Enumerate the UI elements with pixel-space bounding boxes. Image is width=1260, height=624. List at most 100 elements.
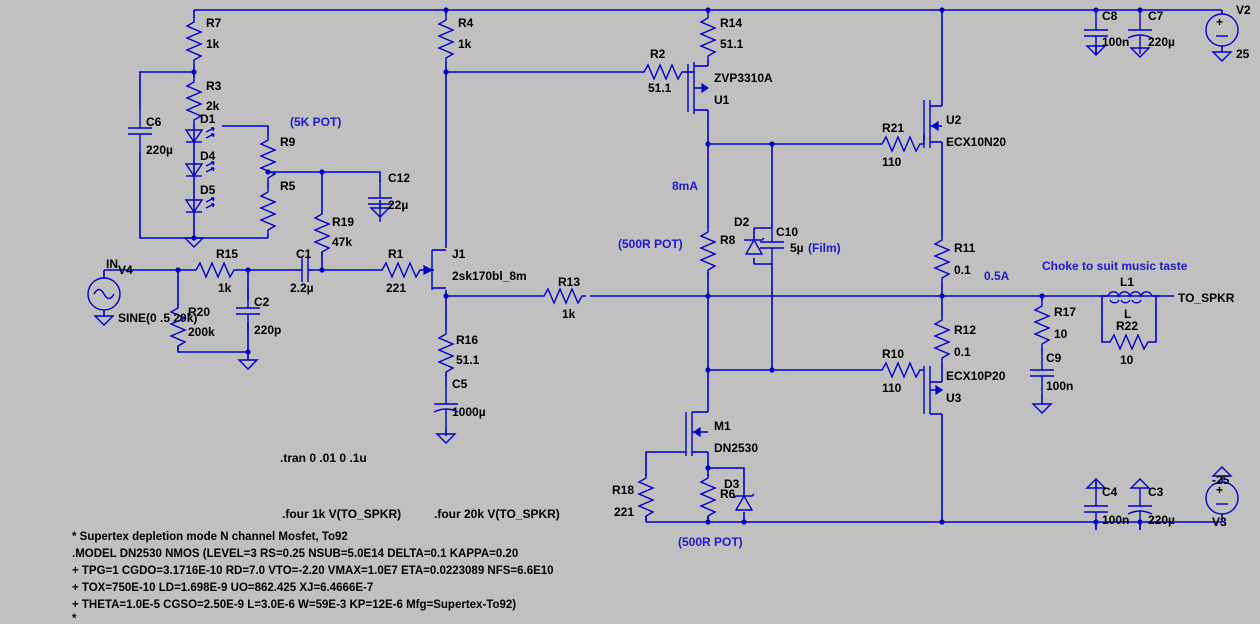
- value-c6: 220µ: [146, 143, 173, 157]
- resistor-r15: [191, 262, 239, 278]
- label-r17: R17: [1054, 305, 1076, 319]
- led-d4: [185, 161, 215, 177]
- label-r13: R13: [558, 275, 580, 289]
- label-v2: V2: [1236, 3, 1251, 17]
- label-ecx10p20: ECX10P20: [946, 369, 1006, 383]
- label-r18: R18: [612, 483, 634, 497]
- label-r15: R15: [216, 247, 238, 261]
- value-r3: 2k: [206, 99, 220, 113]
- spice-line: + TOX=750E-10 LD=1.698E-9 UO=862.425 XJ=…: [72, 582, 373, 594]
- label-r19: R19: [332, 215, 354, 229]
- label-c7: C7: [1148, 9, 1164, 23]
- label-d4: D4: [200, 149, 216, 163]
- value-r14: 51.1: [720, 37, 744, 51]
- label-d1: D1: [200, 112, 216, 126]
- label-c3: C3: [1148, 485, 1164, 499]
- label-r9: R9: [280, 135, 296, 149]
- resistor-r4: [438, 15, 454, 63]
- value-r1: 221: [386, 281, 406, 295]
- spice-line: + TPG=1 CGDO=3.1716E-10 RD=7.0 VTO=-2.20…: [72, 565, 554, 577]
- directive-four-20k: .four 20k V(TO_SPKR): [434, 507, 560, 521]
- label-c8: C8: [1102, 9, 1118, 23]
- resistor-r5: [260, 187, 276, 235]
- value-c2: 220p: [254, 323, 281, 337]
- resistor-r11: [934, 235, 950, 283]
- label-j1: J1: [452, 247, 466, 261]
- value-c9: 100n: [1046, 379, 1073, 393]
- annotations: (5K POT) 8mA (500R POT) (Film) 0.5A Chok…: [290, 115, 1188, 549]
- value-r11: 0.1: [954, 263, 971, 277]
- inductor-l1: [1107, 291, 1153, 304]
- label-r2: R2: [650, 47, 666, 61]
- led-d5: [185, 197, 215, 213]
- directive-four-1k: .four 1k V(TO_SPKR): [282, 507, 401, 521]
- label-c12: C12: [388, 171, 410, 185]
- resistor-r7: [186, 17, 202, 65]
- label-c10: C10: [776, 225, 798, 239]
- resistor-r9: [260, 135, 276, 183]
- value-c10: 5µ: [790, 241, 804, 255]
- label-d3: D3: [724, 477, 740, 491]
- label-r3: R3: [206, 79, 222, 93]
- value-r10: 110: [882, 381, 902, 395]
- label-r21: R21: [882, 121, 904, 135]
- directive-tran: .tran 0 .01 0 .1u: [280, 451, 367, 465]
- value-r7: 1k: [206, 37, 220, 51]
- label-c2: C2: [254, 295, 270, 309]
- value-m1: DN2530: [714, 441, 758, 455]
- resistor-r19: [314, 209, 330, 257]
- capacitor-c1: [296, 258, 314, 282]
- label-d2: D2: [734, 215, 750, 229]
- resistor-r2: [639, 64, 687, 80]
- label-to-spkr: TO_SPKR: [1178, 291, 1235, 305]
- label-d5: D5: [200, 183, 216, 197]
- spice-line: *: [72, 613, 77, 624]
- label-zvp3310a: ZVP3310A: [714, 71, 773, 85]
- ground-c3: [1129, 478, 1151, 489]
- label-v3: V3: [1212, 515, 1227, 529]
- value-l1: L: [1124, 307, 1131, 321]
- value-r18: 221: [614, 505, 634, 519]
- ground-c9: [1032, 403, 1052, 414]
- value-v3: -25: [1212, 473, 1230, 487]
- resistor-r1: [377, 262, 425, 278]
- value-r2: 51.1: [648, 81, 672, 95]
- label-r16: R16: [456, 333, 478, 347]
- label-c4: C4: [1102, 485, 1118, 499]
- note-choke: Choke to suit music taste: [1042, 259, 1188, 273]
- pmos-u1: [686, 62, 710, 114]
- note-500r-pot-bottom: (500R POT): [678, 535, 743, 549]
- value-r22: 10: [1120, 353, 1134, 367]
- label-ecx10n20: ECX10N20: [946, 135, 1006, 149]
- resistor-r10: [877, 362, 925, 378]
- resistor-r3: [186, 77, 202, 125]
- spice-directives: .tran 0 .01 0 .1u .four 1k V(TO_SPKR) .f…: [280, 451, 560, 521]
- label-r22: R22: [1116, 319, 1138, 333]
- v3-plus-icon: +: [1216, 483, 1223, 497]
- label-v4: V4: [118, 263, 133, 277]
- v2-plus-icon: +: [1216, 15, 1223, 29]
- note-0-5a: 0.5A: [984, 269, 1010, 283]
- label-c9: C9: [1046, 351, 1062, 365]
- value-r19: 47k: [332, 235, 352, 249]
- resistor-r17: [1034, 301, 1050, 349]
- value-r20: 200k: [188, 325, 215, 339]
- resistor-r6: [700, 473, 716, 521]
- led-d1: [185, 127, 215, 143]
- zener-d2: [744, 234, 765, 255]
- resistor-r16: [438, 329, 454, 377]
- value-r17: 10: [1054, 327, 1068, 341]
- resistor-r8: [700, 227, 716, 275]
- label-r14: R14: [720, 16, 742, 30]
- value-c1: 2.2µ: [290, 281, 314, 295]
- note-500r-pot-top: (500R POT): [618, 237, 683, 251]
- zener-d3: [733, 484, 755, 511]
- value-r13: 1k: [562, 307, 576, 321]
- nmos-u2: [923, 100, 942, 148]
- label-r8: R8: [720, 233, 736, 247]
- label-l1: L1: [1120, 275, 1134, 289]
- label-u3: U3: [946, 391, 962, 405]
- value-c3: 220µ: [1148, 513, 1175, 527]
- ground-v4: [94, 315, 114, 326]
